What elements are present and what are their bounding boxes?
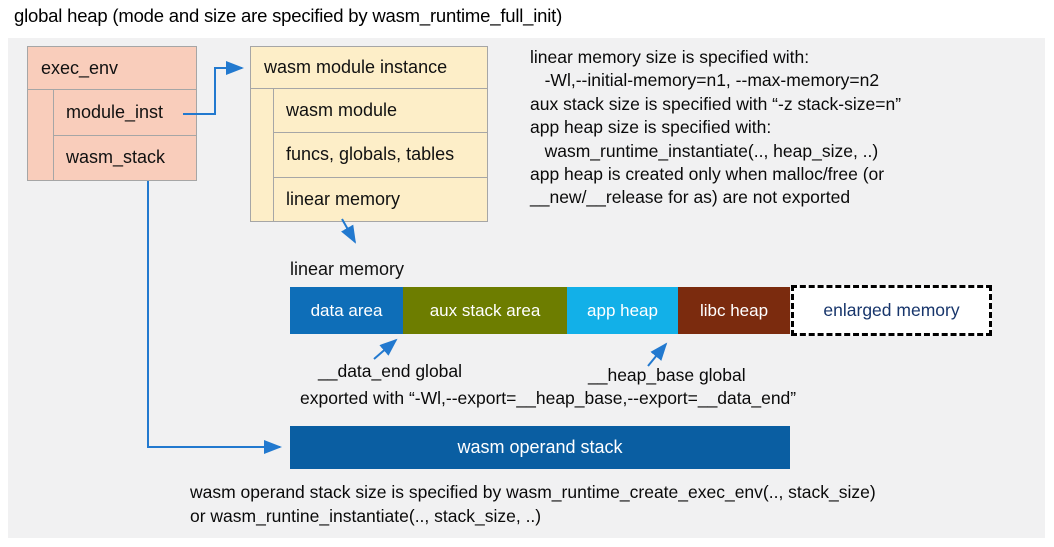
instance-row-wasm-module: wasm module bbox=[286, 100, 398, 121]
wasm-module-instance-indent-gutter bbox=[251, 89, 274, 221]
exec-env-body: module_inst wasm_stack bbox=[28, 90, 196, 180]
linear-memory-caption: linear memory bbox=[290, 259, 405, 279]
segment-app-heap: app heap bbox=[567, 287, 678, 334]
segment-enlarged-memory: enlarged memory bbox=[791, 285, 992, 336]
exec-env-row-wasm-stack: wasm_stack bbox=[54, 134, 196, 181]
heap-base-global-label: __heap_base global bbox=[588, 365, 746, 385]
diagram-title: global heap (mode and size are specified… bbox=[14, 5, 563, 26]
segment-aux-stack-area: aux stack area bbox=[403, 287, 567, 334]
data-end-global-label: __data_end global bbox=[318, 361, 463, 381]
wasm-module-instance-body: wasm module funcs, globals, tables linea… bbox=[251, 89, 487, 221]
exec-env-indent-gutter bbox=[28, 90, 54, 180]
size-config-notes: linear memory size is specified with: -W… bbox=[530, 47, 902, 208]
wasm-operand-stack-bar: wasm operand stack bbox=[290, 426, 790, 469]
export-flags-label: exported with “-Wl,--export=__heap_base,… bbox=[300, 388, 797, 408]
operand-stack-footnote: wasm operand stack size is specified by … bbox=[190, 482, 876, 526]
exec-env-header: exec_env bbox=[28, 47, 196, 90]
instance-row-linear-memory: linear memory bbox=[274, 176, 487, 221]
segment-libc-heap: libc heap bbox=[678, 287, 790, 334]
exec-env-box: exec_env module_inst wasm_stack bbox=[27, 46, 197, 181]
linear-memory-bar: data area aux stack area app heap libc h… bbox=[290, 287, 790, 334]
instance-row-funcs-globals-tables: funcs, globals, tables bbox=[274, 132, 487, 176]
exec-env-row-module-inst: module_inst bbox=[66, 101, 164, 122]
segment-data-area: data area bbox=[290, 287, 403, 334]
wasm-module-instance-header: wasm module instance bbox=[251, 47, 487, 89]
wasm-module-instance-box: wasm module instance wasm module funcs, … bbox=[250, 46, 488, 222]
